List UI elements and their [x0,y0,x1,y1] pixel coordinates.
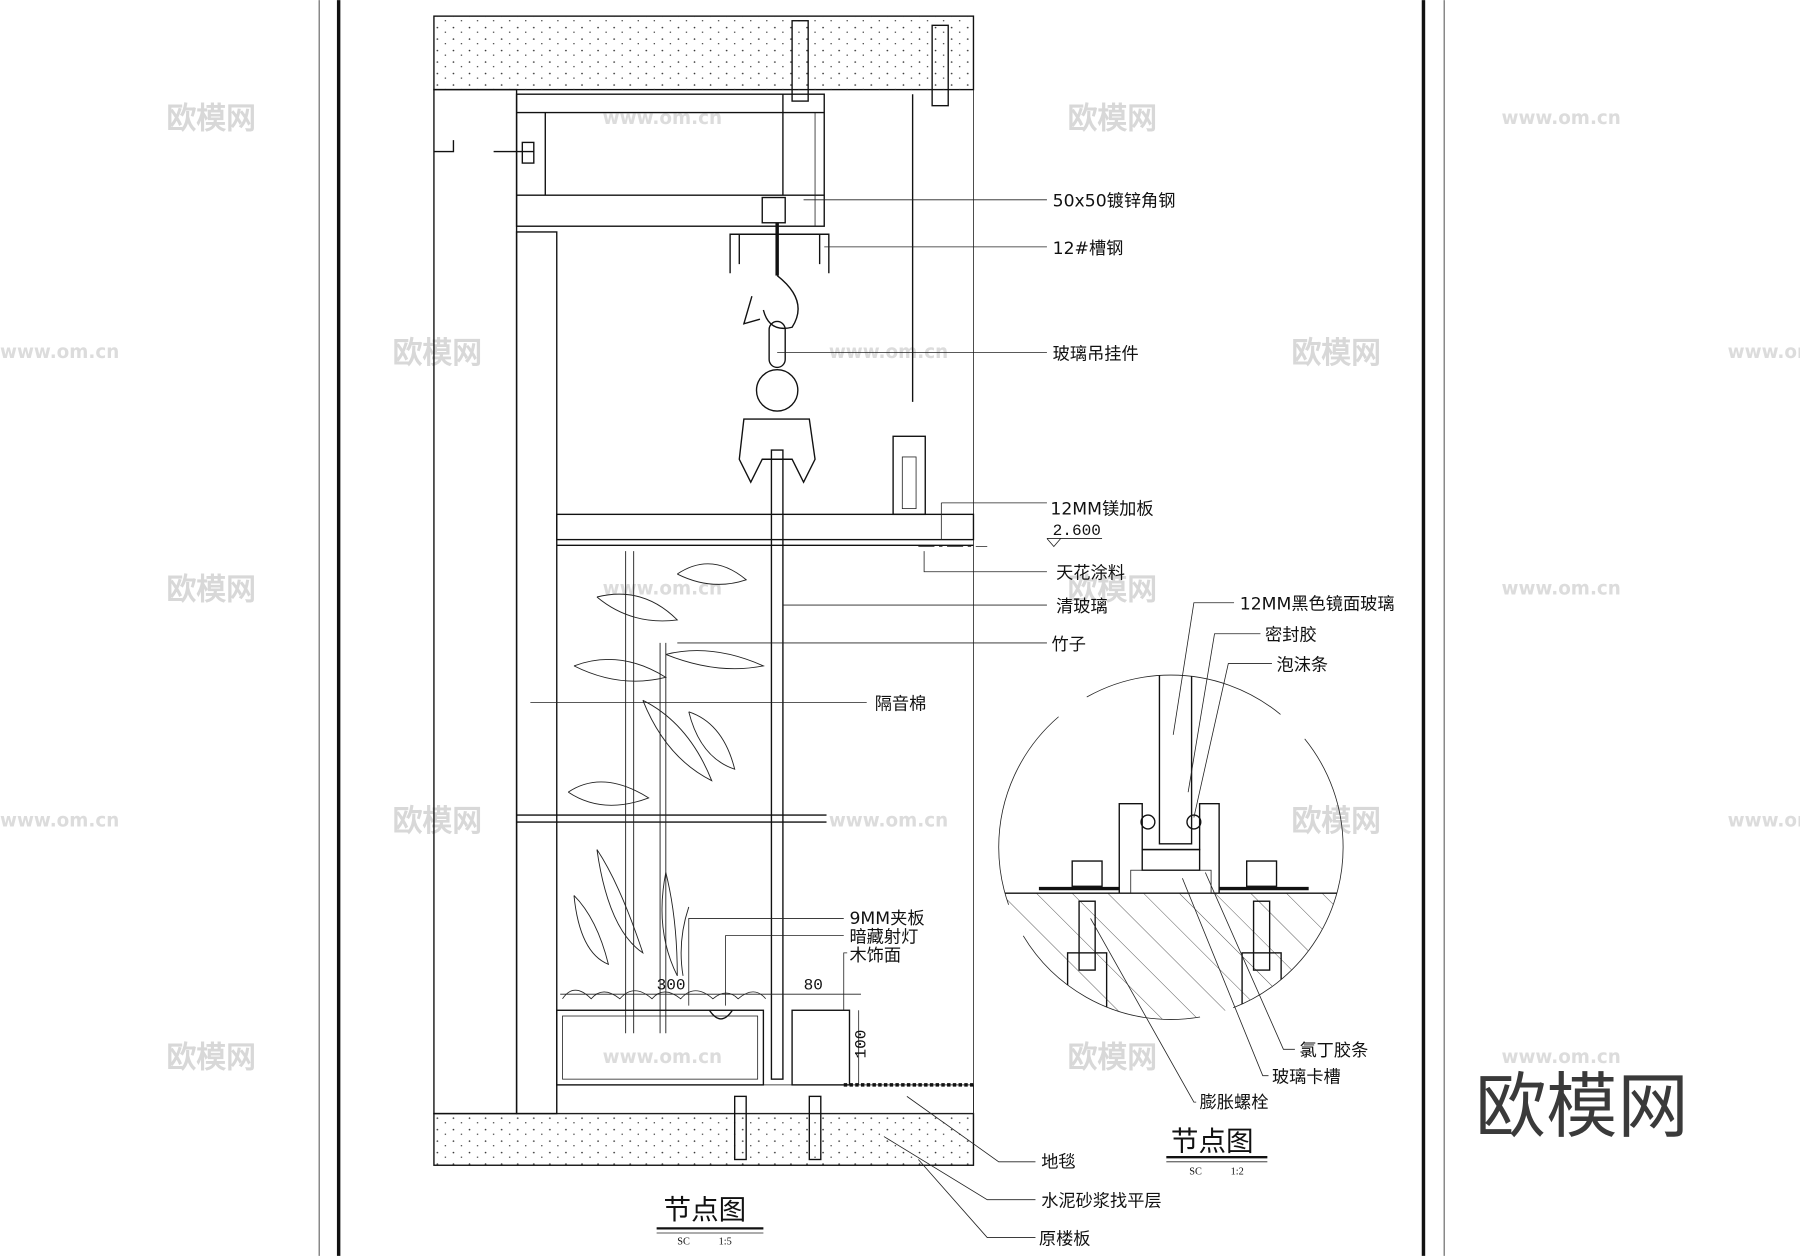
label-plywood: 9MM夹板 [849,909,924,929]
label-floor-slab: 原楼板 [1039,1229,1091,1249]
glass-hanger [738,222,816,484]
svg-text:www.om.cn: www.om.cn [1502,579,1621,600]
label-carpet: 地毯 [1041,1153,1075,1173]
svg-text:www.om.cn: www.om.cn [1502,108,1621,129]
svg-text:欧模网: 欧模网 [166,572,255,607]
clear-glass-panel [770,449,784,1080]
svg-text:www.om.cn: www.om.cn [603,579,722,600]
label-angle-steel: 50x50镀锌角钢 [1053,192,1176,212]
svg-text:欧模网: 欧模网 [1291,804,1380,839]
leader-lines [530,199,1047,1238]
label-foam-strip: 泡沫条 [1277,655,1329,675]
svg-text:www.om.cn: www.om.cn [829,811,948,832]
label-clear-glass: 清玻璃 [1056,597,1108,617]
svg-text:欧模网: 欧模网 [1291,336,1380,371]
label-channel-steel: 12#槽钢 [1053,239,1124,259]
circle-detail-title: 节点图 [1171,1125,1254,1157]
bamboo-illustration [567,551,765,1034]
scale-code: SC [1189,1166,1202,1177]
label-wood-finish: 木饰面 [849,946,901,966]
label-expansion-bolt: 膨胀螺栓 [1200,1093,1269,1113]
brand-logo: 欧模网 [1475,1065,1688,1148]
label-sound-insulation: 隔音棉 [875,695,927,715]
svg-text:欧模网: 欧模网 [166,1041,255,1076]
svg-text:欧模网: 欧模网 [1068,1041,1157,1076]
planter-box [556,989,974,1161]
sheet-border [318,0,1445,1256]
scale-value: 1:5 [719,1236,732,1247]
svg-text:欧模网: 欧模网 [1068,572,1157,607]
svg-text:www.om.cn: www.om.cn [603,1047,722,1068]
watermarks: 欧模网 www.om.cn 欧模网 www.om.cn www.om.cn 欧模… [0,102,1800,1076]
svg-text:欧模网: 欧模网 [393,336,482,371]
label-ceiling-paint: 天花涂料 [1056,564,1125,584]
main-detail-title: 节点图 [664,1194,747,1226]
label-glass-channel: 玻璃卡槽 [1272,1068,1341,1088]
label-neoprene-strip: 氯丁胶条 [1299,1041,1368,1061]
main-section-detail: 300 80 100 50x50镀锌角钢 12#槽钢 玻璃吊挂件 12MM镁加板 [433,15,1176,1249]
label-black-mirror-glass: 12MM黑色镜面玻璃 [1240,595,1395,615]
label-bamboo: 竹子 [1052,635,1086,655]
sound-insulation [515,231,558,1115]
scale-value: 1:2 [1231,1166,1244,1177]
svg-text:www.om.cn: www.om.cn [603,108,722,129]
svg-text:www.om.cn: www.om.cn [1502,1047,1621,1068]
angle-steel-frame [515,93,825,227]
channel-steel [729,233,830,274]
label-cement-mortar: 水泥砂浆找平层 [1041,1192,1161,1212]
dimension-80: 80 [804,977,823,995]
svg-text:www.om.cn: www.om.cn [1728,342,1800,363]
scale-code: SC [677,1236,690,1247]
label-hidden-spotlight: 暗藏射灯 [849,928,918,948]
label-mg-board: 12MM镁加板 [1050,499,1153,519]
svg-text:欧模网: 欧模网 [393,804,482,839]
left-wall [433,88,518,1115]
glass-channel-detail: 12MM黑色镜面玻璃 密封胶 泡沫条 氯丁胶条 玻璃卡槽 膨胀螺栓 节点图 SC… [998,595,1395,1177]
label-sealant: 密封胶 [1265,626,1317,646]
svg-text:欧模网: 欧模网 [1068,102,1157,137]
svg-text:欧模网: 欧模网 [166,102,255,137]
svg-text:www.om.cn: www.om.cn [0,811,119,832]
label-glass-hanger: 玻璃吊挂件 [1053,344,1139,364]
dimension-100: 100 [853,1030,871,1059]
ceiling-board [556,513,975,541]
dimension-300: 300 [657,977,686,995]
svg-text:www.om.cn: www.om.cn [1728,811,1800,832]
svg-text:www.om.cn: www.om.cn [0,342,119,363]
elevation-mark: 2.600 [1053,522,1101,540]
